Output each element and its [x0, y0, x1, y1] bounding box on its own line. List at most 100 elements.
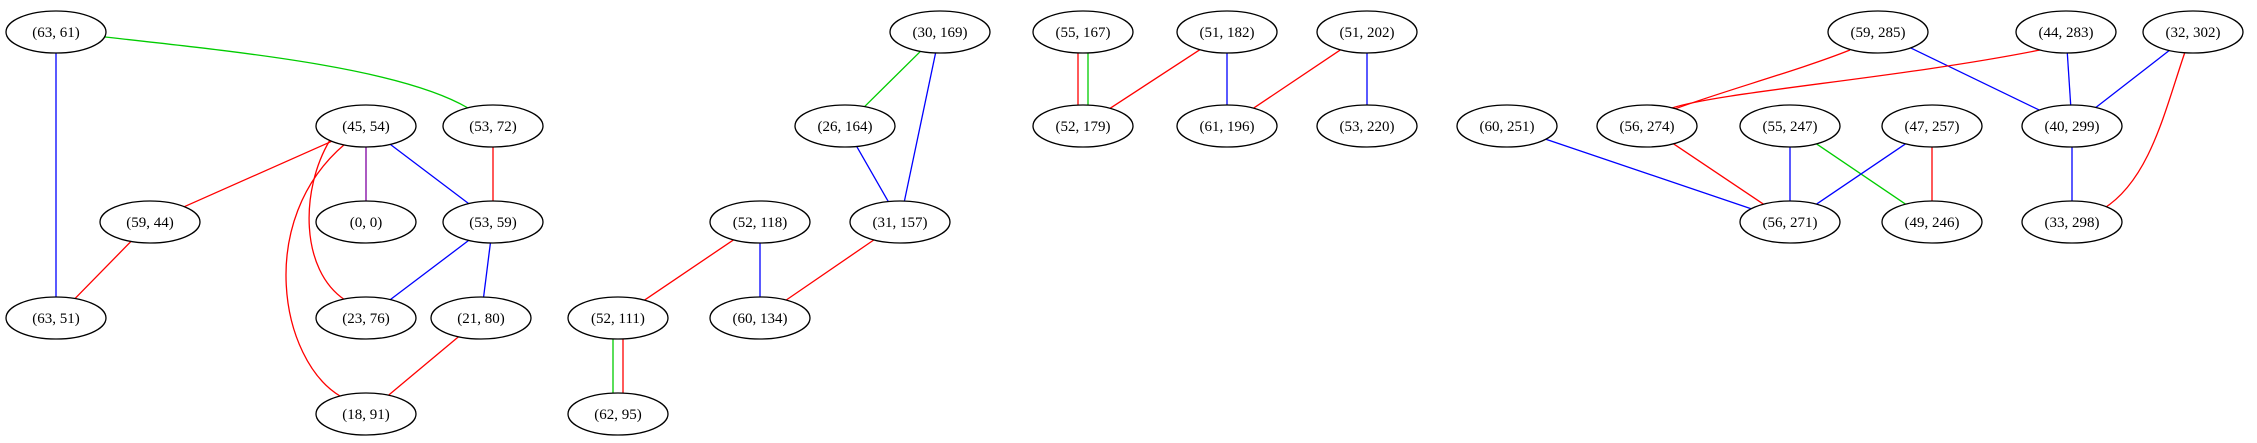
node-ellipse — [889, 10, 991, 54]
graph-node: (45, 54) — [315, 104, 417, 148]
graph-node: (63, 61) — [5, 10, 107, 54]
node-ellipse — [2015, 10, 2117, 54]
edge-n45_54-n59_44 — [184, 140, 332, 208]
edge-n44_283-n40_299 — [2066, 52, 2072, 106]
node-label: (55, 167) — [1056, 25, 1111, 41]
node-ellipse — [1176, 104, 1278, 148]
graph-node: (52, 118) — [709, 200, 811, 244]
edge-n56_274-n56_271 — [1673, 143, 1764, 205]
graph-node: (55, 247) — [1739, 104, 1841, 148]
graph-node: (0, 0) — [315, 200, 417, 244]
graph-node: (33, 298) — [2021, 200, 2123, 244]
graph-node: (26, 164) — [794, 104, 896, 148]
node-label: (52, 111) — [591, 311, 645, 327]
node-label: (40, 299) — [2045, 119, 2100, 135]
node-label: (53, 220) — [1340, 119, 1395, 135]
graph-node: (52, 111) — [567, 296, 669, 340]
graph-node: (40, 299) — [2021, 104, 2123, 148]
node-ellipse — [1739, 104, 1841, 148]
edge-n53_59-n23_76 — [389, 239, 470, 301]
edge-n59_285-n40_299 — [1910, 47, 2040, 111]
node-label: (61, 196) — [1200, 119, 1255, 135]
node-label: (26, 164) — [818, 119, 873, 135]
node-ellipse — [709, 200, 811, 244]
node-label: (47, 257) — [1905, 119, 1960, 135]
node-layer: (63, 61) (53, 72) (45, 54) (59, 44) (0, 0) (5… — [5, 10, 2244, 436]
node-ellipse — [1032, 104, 1134, 148]
graph-node: (30, 169) — [889, 10, 991, 54]
edge-n32_302-n33_298 — [2102, 51, 2186, 210]
node-ellipse — [709, 296, 811, 340]
graph-node: (53, 59) — [442, 200, 544, 244]
edge-n30_169-n31_157 — [903, 52, 937, 202]
edge-layer — [55, 36, 2186, 397]
edge-n26_164-n31_157 — [856, 146, 889, 202]
graph-node: (21, 80) — [430, 296, 532, 340]
graph-node: (52, 179) — [1032, 104, 1134, 148]
node-ellipse — [849, 200, 951, 244]
node-label: (45, 54) — [342, 119, 390, 135]
edge-n60_251-n56_271 — [1545, 138, 1752, 210]
edge-n32_302-n40_299 — [2095, 49, 2170, 109]
node-label: (52, 179) — [1056, 119, 1111, 135]
node-label: (52, 118) — [733, 215, 787, 231]
node-label: (56, 274) — [1620, 119, 1675, 135]
node-label: (30, 169) — [913, 25, 968, 41]
graph-node: (51, 202) — [1316, 10, 1418, 54]
node-ellipse — [1881, 104, 1983, 148]
node-ellipse — [430, 296, 532, 340]
graph-node: (55, 167) — [1032, 10, 1134, 54]
node-ellipse — [2142, 10, 2244, 54]
graph-node: (60, 134) — [709, 296, 811, 340]
graph-node: (59, 285) — [1827, 10, 1929, 54]
graph-node: (56, 274) — [1596, 104, 1698, 148]
node-ellipse — [442, 104, 544, 148]
edge-n53_59-n21_80 — [482, 242, 492, 298]
node-ellipse — [1827, 10, 1929, 54]
edge-n45_54-n23_76 — [308, 139, 346, 301]
node-ellipse — [315, 392, 417, 436]
graph-node: (53, 220) — [1316, 104, 1418, 148]
node-label: (33, 298) — [2045, 215, 2100, 231]
edge-n21_80-n18_91 — [388, 336, 459, 396]
node-ellipse — [1596, 104, 1698, 148]
edge-n30_169-n26_164 — [864, 50, 921, 108]
node-ellipse — [1739, 200, 1841, 244]
graph-node: (60, 251) — [1456, 104, 1558, 148]
node-label: (44, 283) — [2039, 25, 2094, 41]
graph-node: (53, 72) — [442, 104, 544, 148]
node-ellipse — [2021, 200, 2123, 244]
node-label: (21, 80) — [457, 311, 505, 327]
node-label: (51, 202) — [1340, 25, 1395, 41]
node-label: (23, 76) — [342, 311, 390, 327]
node-ellipse — [1032, 10, 1134, 54]
node-ellipse — [5, 296, 107, 340]
graph-node: (61, 196) — [1176, 104, 1278, 148]
node-label: (31, 157) — [873, 215, 928, 231]
node-label: (32, 302) — [2166, 25, 2221, 41]
node-label: (60, 134) — [733, 311, 788, 327]
edge-n52_118-n52_111 — [644, 239, 734, 301]
edge-n59_44-n63_51 — [74, 240, 132, 300]
node-label: (63, 61) — [32, 25, 80, 41]
node-ellipse — [5, 10, 107, 54]
node-label: (63, 51) — [32, 311, 80, 327]
node-ellipse — [1456, 104, 1558, 148]
graph-node: (32, 302) — [2142, 10, 2244, 54]
node-label: (53, 59) — [469, 215, 517, 231]
node-ellipse — [794, 104, 896, 148]
node-label: (60, 251) — [1480, 119, 1535, 135]
edge-n45_54-n18_91 — [285, 143, 346, 397]
graph-node: (44, 283) — [2015, 10, 2117, 54]
node-ellipse — [2021, 104, 2123, 148]
node-ellipse — [1176, 10, 1278, 54]
graph-node: (47, 257) — [1881, 104, 1983, 148]
edge-n44_283-n56_274 — [1671, 49, 2041, 109]
node-ellipse — [567, 392, 669, 436]
graph-node: (23, 76) — [315, 296, 417, 340]
node-label: (59, 285) — [1851, 25, 1906, 41]
graph-node: (59, 44) — [99, 200, 201, 244]
edge-n45_54-n53_59 — [389, 143, 470, 205]
node-ellipse — [315, 200, 417, 244]
edge-n51_182-n52_179 — [1109, 49, 1201, 109]
